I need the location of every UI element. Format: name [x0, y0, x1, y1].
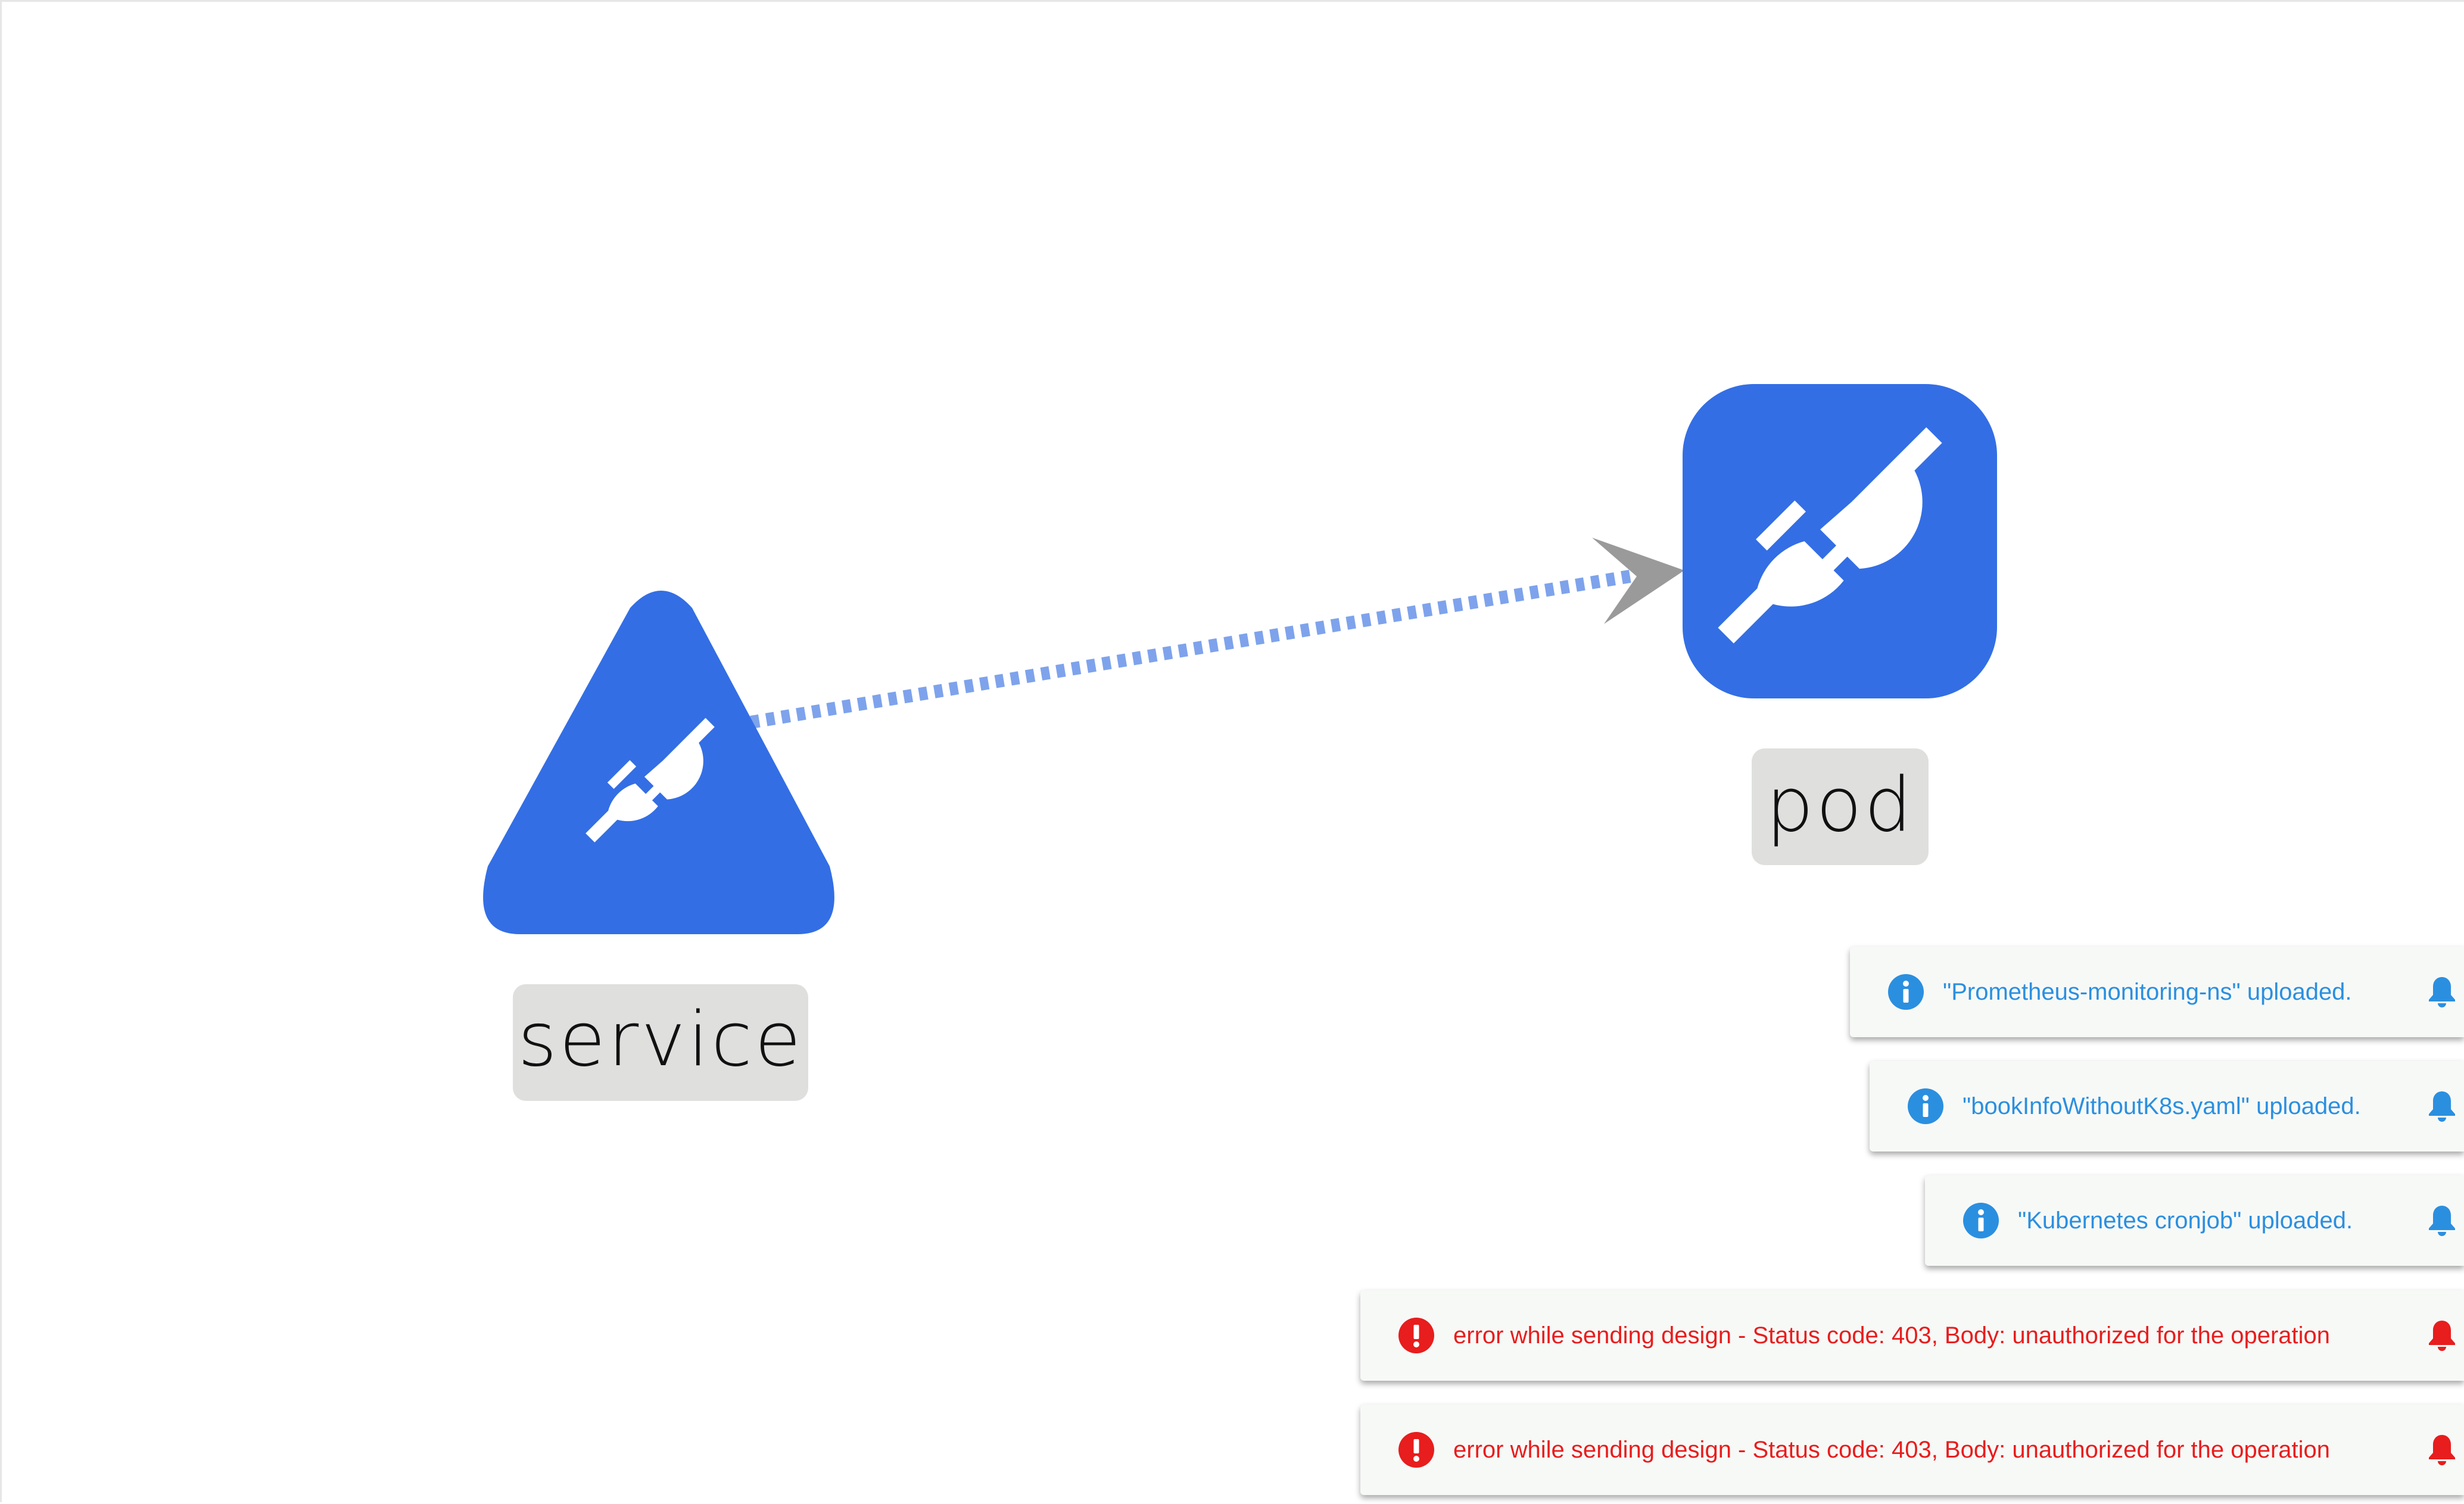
notification-message: "bookInfoWithoutK8s.yaml" uploaded. [1963, 1093, 2361, 1119]
notification-message: "Kubernetes cronjob" uploaded. [2018, 1207, 2353, 1234]
info-icon [1908, 1088, 1943, 1124]
bell-icon[interactable] [2425, 1203, 2459, 1238]
notification-message: "Prometheus-monitoring-ns" uploaded. [1943, 979, 2352, 1005]
error-icon [1398, 1318, 1434, 1353]
bell-icon[interactable] [2425, 975, 2459, 1009]
notification-toast[interactable]: "Prometheus-monitoring-ns" uploaded. [1850, 947, 2464, 1037]
notification-toast[interactable]: error while sending design - Status code… [1360, 1290, 2464, 1381]
notification-toast[interactable]: "bookInfoWithoutK8s.yaml" uploaded. [1870, 1061, 2464, 1152]
notification-message: error while sending design - Status code… [1453, 1322, 2331, 1349]
edge-arrowhead [1592, 538, 1684, 624]
service-triangle-shape [483, 591, 834, 934]
node-label-pod: pod [1752, 748, 1929, 865]
bell-icon[interactable] [2425, 1089, 2459, 1124]
info-icon [1963, 1203, 1999, 1238]
notification-toast[interactable]: error while sending design - Status code… [1360, 1405, 2464, 1495]
node-service[interactable] [483, 591, 834, 934]
plug-icon [1718, 427, 1942, 644]
edge-service-to-pod[interactable] [750, 569, 1638, 729]
notification-toast[interactable]: "Kubernetes cronjob" uploaded. [1925, 1175, 2464, 1266]
bell-icon[interactable] [2425, 1318, 2459, 1353]
node-label-service: service [513, 984, 808, 1101]
notification-message: error while sending design - Status code… [1453, 1437, 2331, 1463]
bell-icon[interactable] [2425, 1433, 2459, 1467]
error-icon [1398, 1432, 1434, 1468]
plug-icon [585, 717, 715, 843]
info-icon [1888, 974, 1924, 1010]
node-pod[interactable] [1683, 384, 1997, 698]
